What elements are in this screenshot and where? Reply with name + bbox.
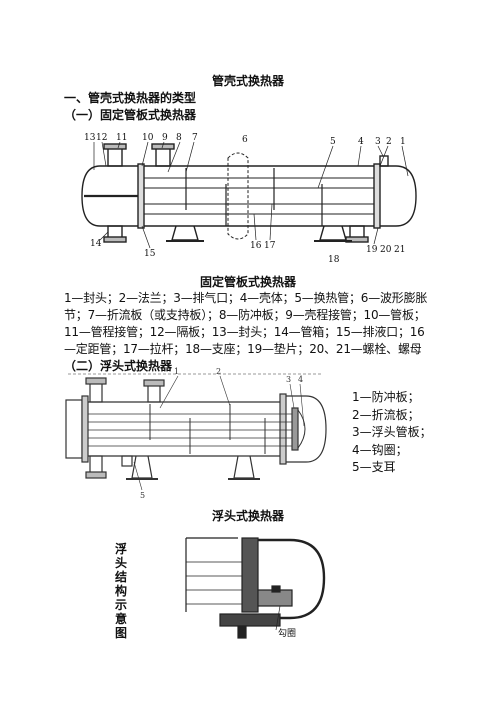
callout-1: 1 (400, 137, 406, 147)
callout-15: 15 (144, 249, 156, 259)
callout-4: 4 (298, 375, 303, 384)
legend-line: —定距管；17—拉杆；18—支座；19—垫片；20、21—螺栓、螺母 (64, 342, 422, 356)
parts-legend: 1—封头；2—法兰；3—排气口；4—壳体；5—换热管；6—波形膨胀 节；7—折流… (64, 290, 440, 358)
section-heading-types: 一、管壳式换热器的类型 (64, 91, 197, 105)
subsection-heading-floating-head: （二）浮头式换热器 (64, 359, 173, 373)
callout-9: 9 (162, 133, 168, 143)
fixed-tube-sheet-exchanger-diagram: 13 12 11 10 9 8 7 6 5 4 3 2 1 14 15 16 1… (81, 133, 417, 265)
callout-5: 5 (140, 491, 145, 500)
callout-2: 2 (216, 367, 221, 376)
callout-6: 6 (242, 135, 248, 145)
callout-14: 14 (90, 239, 102, 249)
callout-3: 3 (286, 375, 291, 384)
callout-21: 21 (394, 245, 405, 255)
subsection-heading-fixed-tube-sheet: （一）固定管板式换热器 (64, 108, 197, 122)
list-item: 1—防冲板； (352, 390, 420, 404)
legend-line: 1—封头；2—法兰；3—排气口；4—壳体；5—换热管；6—波形膨胀 (64, 291, 428, 305)
callout-20: 20 (380, 245, 392, 255)
vertical-side-label: 浮头结构示意图 (114, 542, 127, 640)
list-item: 5—支耳 (352, 460, 396, 474)
hook-ring-annotation: 勾圈 (278, 627, 296, 639)
floating-head-exchanger-diagram: 1 2 3 4 5 (65, 367, 327, 500)
callout-16: 16 (250, 241, 262, 251)
callout-1: 1 (174, 367, 179, 376)
list-item: 2—折流板； (352, 407, 420, 422)
list-item: 3—浮头管板； (352, 425, 432, 439)
callout-5: 5 (330, 137, 336, 147)
floating-head-structure-diagram: 勾圈 (185, 537, 326, 639)
callout-12: 12 (96, 133, 107, 143)
callout-8: 8 (176, 133, 182, 143)
callout-3: 3 (375, 137, 381, 147)
callout-17: 17 (264, 241, 276, 251)
callout-13: 13 (84, 133, 96, 143)
callout-7: 7 (192, 133, 198, 143)
legend-line: 节；7—折流板（或支持板）；8—防冲板；9—壳程接管；10—管板； (64, 308, 426, 322)
callout-18: 18 (328, 255, 340, 265)
legend-line: 11—管程接管；12—隔板；13—封头；14—管箱；15—排液口；16 (64, 325, 425, 339)
callout-19: 19 (366, 245, 378, 255)
callout-2: 2 (386, 137, 392, 147)
callout-4: 4 (358, 137, 364, 147)
figure-caption-floating-head: 浮头式换热器 (211, 509, 284, 523)
figure-caption-fixed-tube-sheet: 固定管板式换热器 (199, 275, 296, 289)
callout-11: 11 (116, 133, 127, 143)
floating-head-parts-list: 1—防冲板； 2—折流板； 3—浮头管板； 4—钩圈； 5—支耳 (352, 389, 432, 477)
list-item: 4—钩圈； (352, 442, 408, 457)
callout-10: 10 (142, 133, 154, 143)
page-title: 管壳式换热器 (211, 74, 284, 88)
